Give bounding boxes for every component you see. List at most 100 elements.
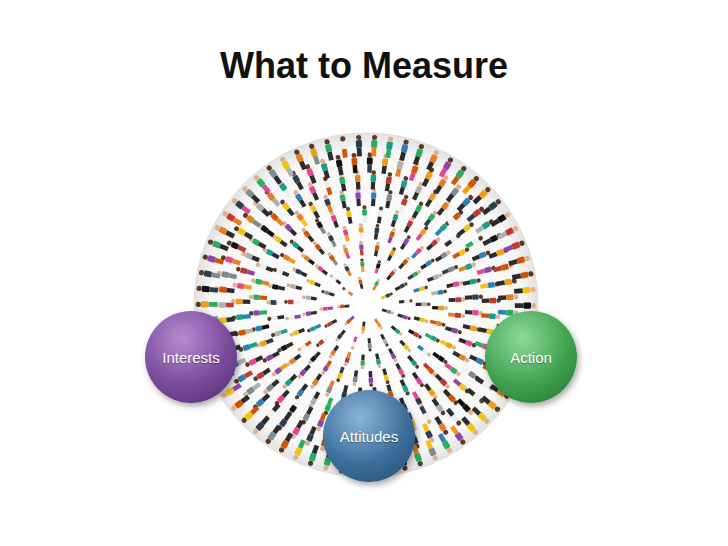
person-figure [358, 276, 364, 289]
person-figure [308, 143, 321, 165]
person-figure [374, 318, 384, 330]
person-figure [399, 340, 412, 354]
person-figure [457, 221, 475, 237]
person-figure [241, 185, 261, 204]
person-figure [374, 260, 382, 274]
person-figure [279, 156, 295, 178]
person-figure [477, 265, 497, 275]
person-figure [360, 355, 365, 370]
person-figure [503, 239, 525, 253]
person-figure [252, 367, 271, 382]
person-figure [423, 209, 438, 227]
person-figure [286, 283, 302, 291]
person-figure [302, 295, 317, 301]
person-figure [416, 302, 431, 306]
person-figure [362, 205, 367, 222]
person-figure [448, 312, 465, 319]
person-figure [424, 332, 440, 343]
person-figure [221, 210, 242, 227]
person-figure [450, 165, 467, 186]
person-figure [343, 263, 353, 277]
person-figure [456, 398, 474, 417]
person-figure [376, 206, 383, 223]
person-figure [352, 370, 359, 386]
person-figure [431, 398, 446, 417]
person-figure [461, 416, 480, 436]
person-figure [293, 149, 307, 171]
person-figure [329, 211, 339, 229]
person-figure [446, 407, 463, 426]
person-figure [475, 218, 495, 234]
person-figure [242, 212, 262, 229]
person-figure [456, 194, 474, 213]
person-figure [284, 300, 300, 305]
person-figure [262, 379, 280, 396]
person-figure [515, 303, 537, 309]
person-figure [395, 363, 406, 379]
person-figure [344, 315, 355, 326]
person-figure [398, 175, 409, 195]
person-figure [381, 292, 394, 300]
person-figure [399, 299, 413, 304]
person-figure [399, 379, 411, 396]
person-figure [326, 231, 337, 247]
person-figure [328, 345, 340, 359]
person-figure [339, 136, 348, 158]
person-figure [471, 249, 491, 261]
person-figure [342, 286, 354, 296]
person-figure [359, 241, 364, 256]
topic-label: Interests [162, 349, 220, 366]
person-figure [387, 227, 397, 243]
person-figure [268, 283, 286, 291]
person-figure [337, 304, 350, 308]
person-figure [244, 355, 263, 368]
person-figure [350, 336, 358, 350]
person-figure [426, 149, 441, 171]
person-figure [432, 305, 448, 310]
person-figure [270, 328, 288, 338]
person-figure [230, 394, 251, 412]
person-figure [306, 278, 321, 288]
person-figure [465, 294, 483, 300]
person-figure [508, 255, 530, 267]
person-figure [292, 189, 307, 208]
person-figure [458, 337, 477, 348]
person-figure [437, 433, 453, 455]
person-figure [412, 143, 425, 165]
person-figure [367, 338, 372, 352]
person-figure [300, 252, 315, 265]
person-figure [497, 225, 519, 240]
person-figure [196, 285, 218, 293]
person-figure [368, 371, 373, 387]
person-figure [251, 278, 270, 287]
person-figure [439, 339, 456, 351]
person-figure [324, 319, 338, 329]
person-figure [240, 405, 260, 424]
person-figure [233, 225, 253, 240]
person-figure [285, 314, 301, 321]
person-figure [465, 309, 483, 315]
person-figure [452, 350, 470, 363]
person-figure [463, 324, 482, 333]
person-figure [226, 239, 247, 253]
person-figure [388, 348, 399, 363]
person-figure [324, 380, 335, 397]
person-figure [300, 227, 314, 243]
person-figure [390, 210, 400, 228]
person-figure [447, 209, 464, 226]
person-figure [307, 351, 321, 365]
person-figure [314, 263, 328, 275]
person-figure [382, 368, 391, 384]
person-figure [234, 328, 254, 337]
person-figure [262, 350, 280, 363]
topic-label: Action [510, 349, 552, 366]
person-figure [384, 172, 393, 192]
person-figure [427, 273, 443, 283]
person-figure [446, 280, 464, 288]
person-figure [411, 245, 425, 259]
person-figure [289, 327, 305, 337]
person-figure [398, 194, 409, 213]
person-figure [426, 236, 442, 251]
person-figure [319, 158, 330, 179]
person-figure [441, 264, 458, 275]
